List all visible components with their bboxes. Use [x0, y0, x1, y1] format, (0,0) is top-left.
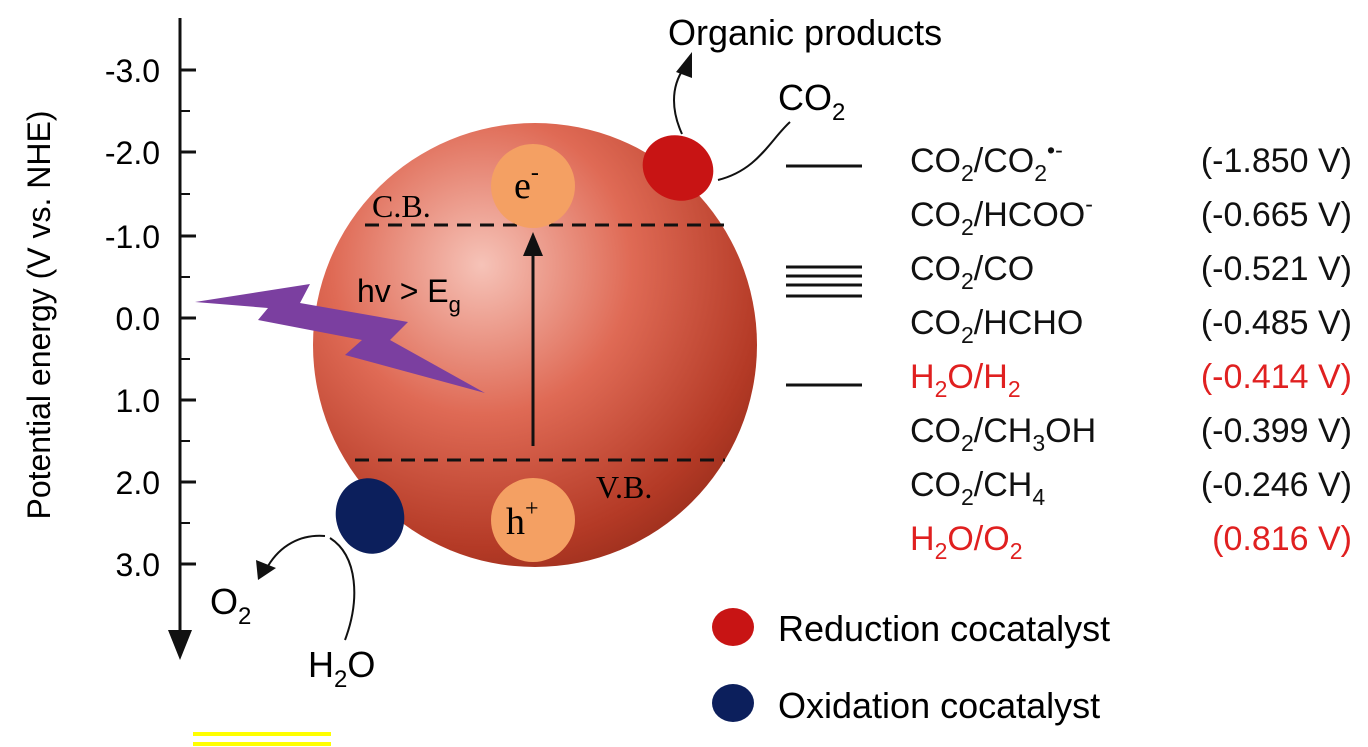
energy-axis: -3.0 -2.0 -1.0 0.0 1.0 2.0 3.0 Potential energ…	[21, 18, 196, 660]
o2-curve	[267, 534, 326, 567]
vb-label: V.B.	[596, 469, 652, 505]
semiconductor-particle: C.B. V.B. e- h+ hv > Eg	[313, 123, 757, 567]
axis-arrow-head	[168, 630, 192, 660]
o2-arrow-head	[256, 560, 276, 580]
redox-potential-value: (-0.246 V)	[1201, 466, 1352, 504]
lightning-icon	[195, 284, 485, 393]
reduction-site: Organic products CO2	[642, 12, 942, 201]
axis-label: Potential energy (V vs. NHE)	[21, 110, 57, 519]
highlight-bar	[193, 732, 331, 736]
electron-label: e-	[514, 160, 539, 207]
redox-potential-value: (-0.399 V)	[1201, 412, 1352, 450]
redox-potential-value: (-0.521 V)	[1201, 250, 1352, 288]
electron-dot	[491, 144, 575, 228]
particle-sphere	[313, 123, 757, 567]
hole-dot	[491, 478, 575, 562]
organic-products-label: Organic products	[668, 12, 942, 53]
reduction-cocatalyst-dot	[642, 135, 714, 201]
axis-tick-label: -1.0	[105, 219, 160, 255]
cb-label: C.B.	[372, 188, 431, 224]
oxidation-cocatalyst-dot	[335, 478, 405, 554]
excitation-label: hv > Eg	[357, 273, 461, 317]
legend-oxidation-label: Oxidation cocatalyst	[778, 685, 1100, 726]
redox-couple: CO2/CO	[910, 250, 1034, 294]
axis-tick-label: 1.0	[116, 383, 160, 419]
redox-level-lines	[786, 164, 862, 387]
excitation-arrow-head	[523, 232, 543, 256]
h2o-label: H2O	[308, 644, 375, 693]
co2-label: CO2	[778, 77, 845, 126]
redox-potential-value: (-0.665 V)	[1201, 196, 1352, 234]
highlight-marks	[193, 732, 331, 746]
redox-couple: H2O/O2	[910, 520, 1023, 564]
products-arrow-head	[676, 52, 692, 78]
axis-tick-label: -3.0	[105, 53, 160, 89]
axis-tick-label: -2.0	[105, 135, 160, 171]
redox-couple: H2O/H2	[910, 358, 1021, 402]
axis-tick-label: 0.0	[116, 301, 160, 337]
redox-potential-value: (-0.485 V)	[1201, 304, 1352, 342]
redox-potential-value: (-1.850 V)	[1201, 142, 1352, 180]
axis-tick-label: 2.0	[116, 465, 160, 501]
legend-oxidation-dot	[712, 684, 754, 722]
redox-potential-list: CO2/CO2•- (-1.850 V) CO2/HCOO- (-0.665 V) CO…	[910, 137, 1352, 564]
axis-tick-label: 3.0	[116, 547, 160, 583]
redox-couple: CO2/HCHO	[910, 304, 1083, 348]
highlight-bar	[193, 742, 331, 746]
products-curve	[673, 67, 685, 135]
redox-couple: CO2/HCOO-	[910, 191, 1093, 240]
redox-couple: CO2/CH4	[910, 466, 1045, 510]
legend-reduction-label: Reduction cocatalyst	[778, 608, 1110, 649]
co2-curve	[717, 121, 791, 181]
oxidation-site: O2 H2O	[210, 478, 405, 693]
axis-ticks: -3.0 -2.0 -1.0 0.0 1.0 2.0 3.0	[105, 53, 196, 583]
h2o-curve	[329, 537, 356, 641]
redox-potential-value: (0.816 V)	[1212, 520, 1352, 558]
o2-label: O2	[210, 581, 251, 630]
redox-couple: CO2/CO2•-	[910, 137, 1063, 186]
redox-potential-value: (-0.414 V)	[1201, 358, 1352, 396]
legend: Reduction cocatalyst Oxidation cocatalys…	[712, 608, 1110, 726]
redox-couple: CO2/CH3OH	[910, 412, 1096, 456]
hole-label: h+	[506, 496, 539, 543]
legend-reduction-dot	[712, 608, 754, 646]
